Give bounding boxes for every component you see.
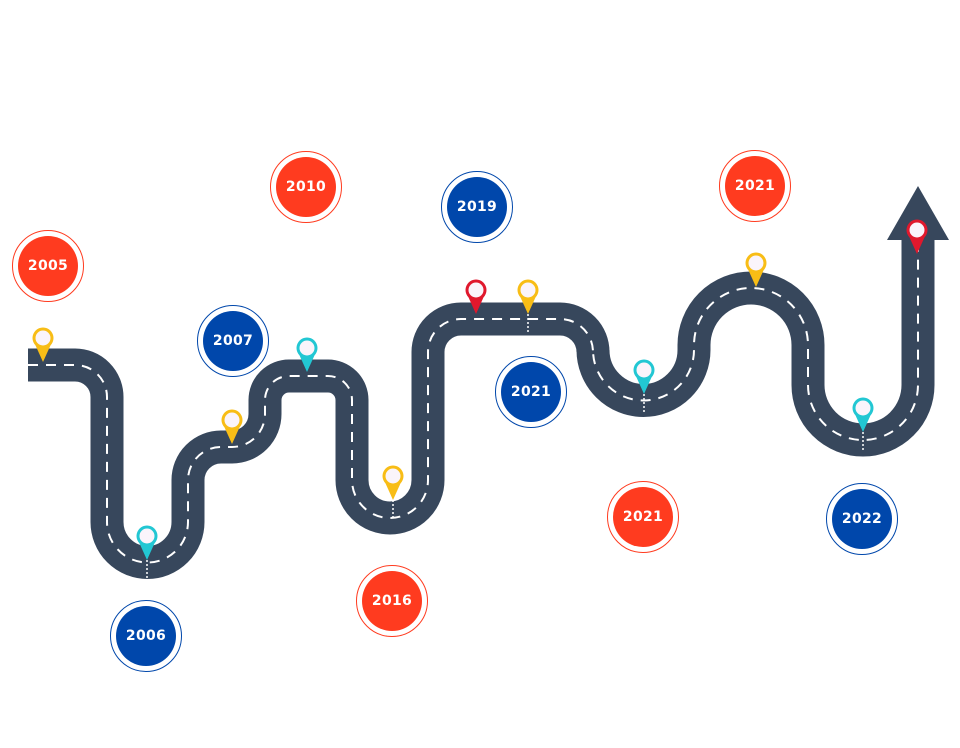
milestone-year: 2021 <box>501 362 561 422</box>
milestone-year: 2006 <box>116 606 176 666</box>
milestone-year: 2021 <box>725 156 785 216</box>
arrow-up-icon <box>887 186 949 240</box>
milestone-badge-2007: 2007 <box>197 305 269 377</box>
milestone-badge-2021: 2021 <box>607 481 679 553</box>
location-pin-icon <box>517 279 539 334</box>
location-pin-icon <box>136 525 158 580</box>
milestone-badge-2006: 2006 <box>110 600 182 672</box>
location-pin-icon <box>221 409 243 444</box>
location-pin-icon <box>465 279 487 314</box>
milestone-badge-2019: 2019 <box>441 171 513 243</box>
location-pin-icon <box>745 252 767 287</box>
milestone-badge-2022: 2022 <box>826 483 898 555</box>
milestone-badge-2016: 2016 <box>356 565 428 637</box>
milestone-year: 2005 <box>18 236 78 296</box>
milestone-year: 2022 <box>832 489 892 549</box>
milestone-year: 2007 <box>203 311 263 371</box>
milestone-year: 2016 <box>362 571 422 631</box>
milestone-badge-2021: 2021 <box>719 150 791 222</box>
location-pin-icon <box>906 219 928 254</box>
milestone-year: 2010 <box>276 157 336 217</box>
location-pin-icon <box>382 465 404 520</box>
location-pin-icon <box>852 397 874 452</box>
milestone-badge-2021: 2021 <box>495 356 567 428</box>
location-pin-icon <box>633 359 655 414</box>
road-center-line <box>28 240 919 564</box>
location-pin-icon <box>296 337 318 372</box>
milestone-year: 2021 <box>613 487 673 547</box>
location-pin-icon <box>32 327 54 362</box>
milestone-badge-2005: 2005 <box>12 230 84 302</box>
milestone-year: 2019 <box>447 177 507 237</box>
milestone-badge-2010: 2010 <box>270 151 342 223</box>
